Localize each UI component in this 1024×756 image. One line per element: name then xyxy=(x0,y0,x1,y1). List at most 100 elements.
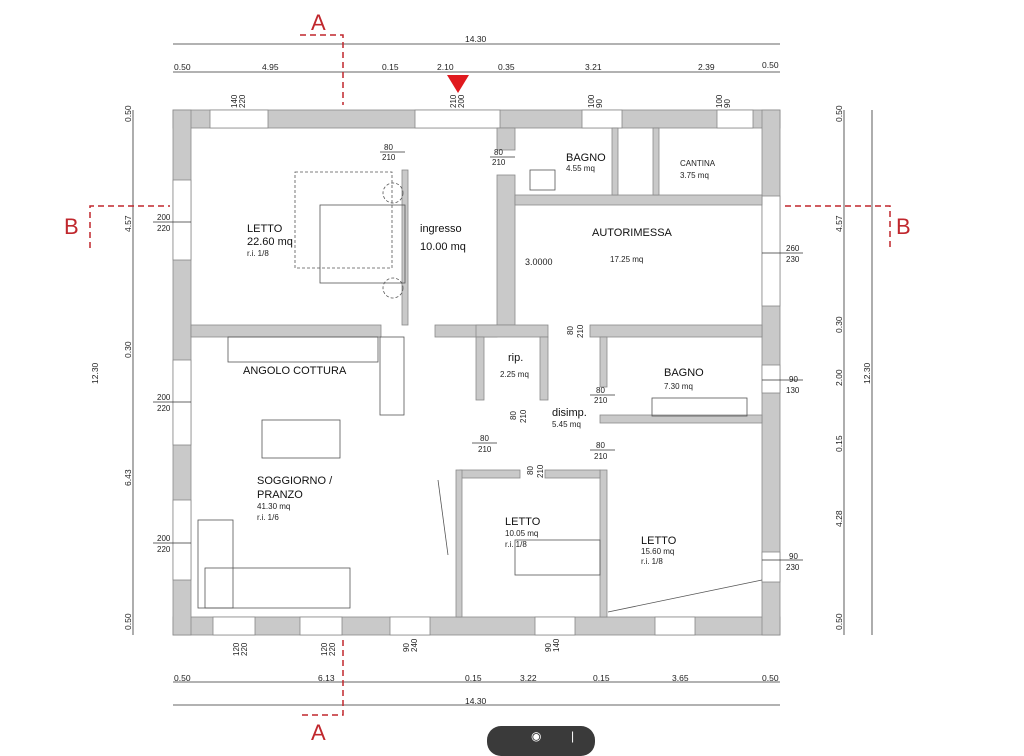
dimensions-left: 0.50 4.57 0.30 6.43 0.50 12.30 xyxy=(90,105,134,635)
svg-text:A: A xyxy=(311,10,326,35)
viewer-toolbar[interactable]: ◉ | xyxy=(487,726,595,756)
svg-text:7.30 mq: 7.30 mq xyxy=(664,382,693,391)
dim: 0.50 xyxy=(834,105,844,122)
room-letto-1: LETTO 22.60 mq r.i. 1/8 xyxy=(247,223,293,258)
dim: 0.50 xyxy=(123,613,133,630)
svg-text:3.0000: 3.0000 xyxy=(525,257,553,267)
toolbar-divider: | xyxy=(571,729,575,743)
svg-text:80: 80 xyxy=(509,411,518,420)
dim: 0.50 xyxy=(762,673,779,683)
dim: 0.30 xyxy=(834,316,844,333)
svg-text:210: 210 xyxy=(536,464,545,478)
svg-text:90: 90 xyxy=(789,375,798,384)
svg-text:210: 210 xyxy=(594,396,608,405)
svg-text:80: 80 xyxy=(566,326,575,335)
dim-total-bottom: 14.30 xyxy=(465,696,487,706)
svg-text:3.75 mq: 3.75 mq xyxy=(680,171,709,180)
svg-text:220: 220 xyxy=(157,404,171,413)
svg-text:210: 210 xyxy=(594,452,608,461)
svg-text:220: 220 xyxy=(238,94,247,108)
svg-text:BAGNO: BAGNO xyxy=(664,367,704,379)
svg-text:210: 210 xyxy=(519,409,528,423)
dim: 2.10 xyxy=(437,62,454,72)
section-b-right: B xyxy=(785,205,911,248)
svg-text:90: 90 xyxy=(723,99,732,108)
dim: 0.50 xyxy=(174,62,191,72)
svg-text:120: 120 xyxy=(232,642,241,656)
svg-text:4.55 mq: 4.55 mq xyxy=(566,164,595,173)
svg-text:80: 80 xyxy=(384,143,393,152)
bed xyxy=(514,539,601,576)
svg-text:LETTO: LETTO xyxy=(641,535,677,547)
dim: 0.50 xyxy=(834,613,844,630)
room-autorimessa: AUTORIMESSA 3.0000 17.25 mq xyxy=(525,227,673,267)
svg-text:r.i. 1/8: r.i. 1/8 xyxy=(247,249,269,258)
svg-text:80: 80 xyxy=(480,434,489,443)
dining-table xyxy=(261,419,341,459)
room-letto-2: LETTO 10.05 mq r.i. 1/8 xyxy=(505,516,541,549)
dim: 3.65 xyxy=(672,673,689,683)
svg-text:100: 100 xyxy=(587,94,596,108)
svg-text:220: 220 xyxy=(157,545,171,554)
svg-text:220: 220 xyxy=(240,642,249,656)
svg-text:90: 90 xyxy=(544,643,553,652)
svg-text:120: 120 xyxy=(320,642,329,656)
svg-text:41.30 mq: 41.30 mq xyxy=(257,502,290,511)
room-rip: rip. 2.25 mq xyxy=(500,352,529,379)
svg-text:230: 230 xyxy=(786,255,800,264)
svg-text:90: 90 xyxy=(402,643,411,652)
section-a-top: A xyxy=(300,10,344,105)
dim: 6.43 xyxy=(123,469,133,486)
svg-text:r.i. 1/6: r.i. 1/6 xyxy=(257,513,279,522)
svg-text:B: B xyxy=(64,214,79,239)
svg-text:B: B xyxy=(896,214,911,239)
svg-text:220: 220 xyxy=(328,642,337,656)
dim: 0.50 xyxy=(123,105,133,122)
dim: 3.21 xyxy=(585,62,602,72)
svg-text:80: 80 xyxy=(596,386,605,395)
svg-text:2.25 mq: 2.25 mq xyxy=(500,370,529,379)
svg-text:210: 210 xyxy=(576,324,585,338)
svg-text:130: 130 xyxy=(786,386,800,395)
dim: 0.50 xyxy=(174,673,191,683)
svg-text:230: 230 xyxy=(786,563,800,572)
sofa xyxy=(204,567,351,609)
dim: 0.15 xyxy=(834,435,844,452)
svg-text:100: 100 xyxy=(715,94,724,108)
svg-text:10.05 mq: 10.05 mq xyxy=(505,529,538,538)
svg-text:AUTORIMESSA: AUTORIMESSA xyxy=(592,227,673,239)
svg-text:ingresso: ingresso xyxy=(420,223,462,235)
dim: 0.50 xyxy=(762,60,779,70)
dim: 2.39 xyxy=(698,62,715,72)
dim: 6.13 xyxy=(318,673,335,683)
svg-text:90: 90 xyxy=(789,552,798,561)
svg-text:80: 80 xyxy=(526,466,535,475)
room-angolo-cottura: ANGOLO COTTURA xyxy=(243,365,347,377)
svg-text:90: 90 xyxy=(595,99,604,108)
svg-text:210: 210 xyxy=(449,94,458,108)
dim-total-right: 12.30 xyxy=(862,362,872,384)
svg-text:80: 80 xyxy=(494,148,503,157)
zoom-icon[interactable]: ◉ xyxy=(531,729,542,743)
svg-text:5.45 mq: 5.45 mq xyxy=(552,420,581,429)
dim: 0.30 xyxy=(123,341,133,358)
svg-text:140: 140 xyxy=(552,638,561,652)
svg-text:80: 80 xyxy=(596,441,605,450)
dim: 0.15 xyxy=(465,673,482,683)
sink-icon xyxy=(529,169,556,191)
room-letto-3: LETTO 15.60 mq r.i. 1/8 xyxy=(641,535,677,566)
svg-text:r.i. 1/8: r.i. 1/8 xyxy=(641,557,663,566)
svg-text:210: 210 xyxy=(382,153,396,162)
furniture xyxy=(197,169,763,613)
svg-text:SOGGIORNO /: SOGGIORNO / xyxy=(257,475,333,487)
svg-text:200: 200 xyxy=(157,393,171,402)
room-soggiorno: SOGGIORNO / PRANZO 41.30 mq r.i. 1/6 xyxy=(257,475,333,522)
dim: 0.35 xyxy=(498,62,515,72)
